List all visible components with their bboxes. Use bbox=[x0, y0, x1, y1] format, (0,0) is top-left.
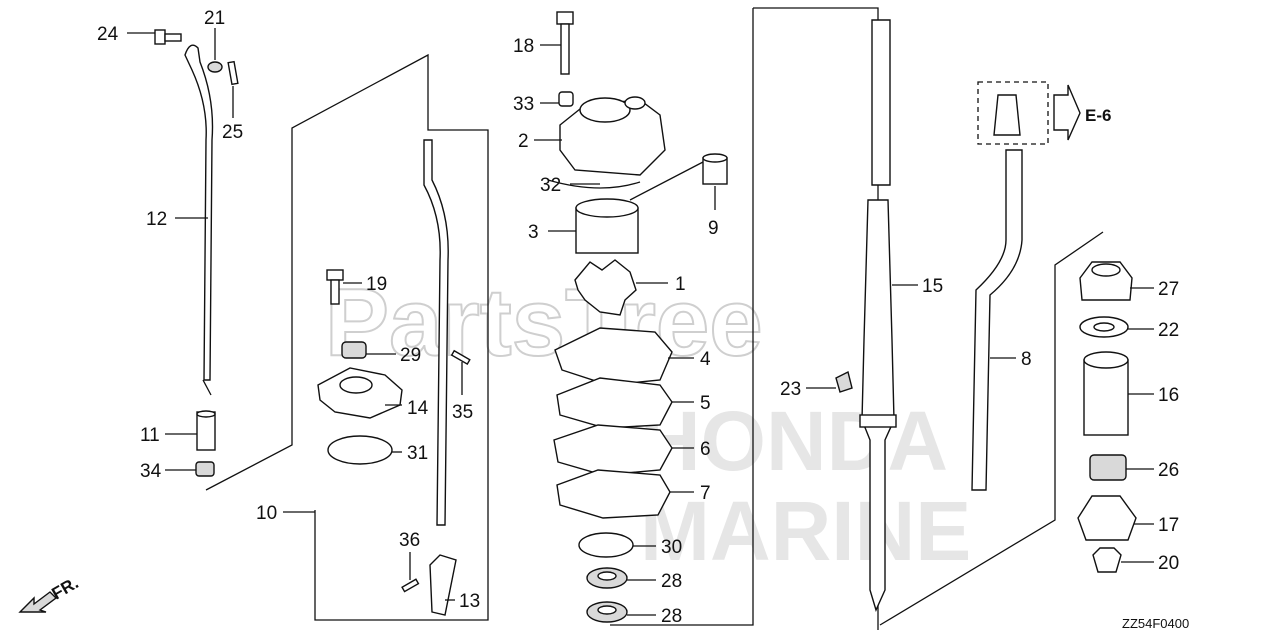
group-outline-right bbox=[879, 231, 1104, 626]
gasket-7 bbox=[556, 469, 671, 519]
watermark-brand: PartsTree bbox=[325, 269, 763, 376]
seal-28a bbox=[586, 567, 628, 589]
pump-case-2 bbox=[559, 96, 666, 176]
pin-35 bbox=[450, 349, 471, 366]
bushing-16 bbox=[1083, 351, 1129, 436]
nut-34 bbox=[195, 461, 215, 477]
gasket-32 bbox=[547, 179, 641, 189]
leader-lines bbox=[127, 28, 1154, 616]
callout-31: 31 bbox=[407, 443, 428, 464]
callout-15: 15 bbox=[922, 276, 943, 297]
callout-34: 34 bbox=[140, 461, 162, 482]
reference-label: E-6 bbox=[1085, 106, 1111, 125]
callout-2: 2 bbox=[518, 131, 529, 152]
callout-29: 29 bbox=[400, 345, 421, 366]
callout-10: 10 bbox=[256, 503, 277, 524]
callout-25: 25 bbox=[222, 122, 243, 143]
callout-4: 4 bbox=[700, 349, 711, 370]
callout-20: 20 bbox=[1158, 553, 1179, 574]
pin-36 bbox=[401, 578, 420, 593]
diagram-code: ZZ54F0400 bbox=[1122, 616, 1189, 631]
callout-6: 6 bbox=[700, 439, 711, 460]
callout-27: 27 bbox=[1158, 279, 1179, 300]
callout-7: 7 bbox=[700, 483, 711, 504]
callout-33: 33 bbox=[513, 94, 534, 115]
callout-19: 19 bbox=[366, 274, 387, 295]
lever-13 bbox=[429, 554, 457, 616]
callout-17: 17 bbox=[1158, 515, 1179, 536]
bolt-19 bbox=[326, 269, 344, 305]
direction-arrow-icon bbox=[18, 591, 58, 613]
shift-rod-12 bbox=[184, 44, 214, 396]
collar-9 bbox=[702, 153, 728, 185]
key-23 bbox=[835, 370, 853, 393]
watermark-mark-line1: HONDA bbox=[640, 394, 948, 488]
o-ring-30 bbox=[578, 532, 634, 558]
callout-labels: 24 21 25 12 11 34 10 19 29 14 31 35 36 1… bbox=[97, 8, 1179, 627]
callout-9: 9 bbox=[708, 218, 719, 239]
callout-21: 21 bbox=[204, 8, 225, 29]
drive-shaft-15 bbox=[859, 19, 897, 612]
cover-14 bbox=[317, 367, 403, 419]
bolt-24 bbox=[154, 29, 182, 45]
callout-35: 35 bbox=[452, 402, 473, 423]
group-outline-left bbox=[205, 53, 489, 621]
callout-14: 14 bbox=[407, 398, 429, 419]
callout-22: 22 bbox=[1158, 320, 1179, 341]
callout-23: 23 bbox=[780, 379, 801, 400]
o-ring-31 bbox=[327, 435, 393, 465]
plate-4 bbox=[554, 327, 673, 386]
callout-28b: 28 bbox=[661, 606, 682, 627]
callout-13: 13 bbox=[459, 591, 480, 612]
callout-18: 18 bbox=[513, 36, 534, 57]
plate-6 bbox=[553, 424, 673, 476]
callout-3: 3 bbox=[528, 222, 539, 243]
watermark-mark-line2: MARINE bbox=[640, 484, 971, 578]
callout-8: 8 bbox=[1021, 349, 1032, 370]
collar-29 bbox=[341, 341, 367, 359]
callout-30: 30 bbox=[661, 537, 682, 558]
callout-5: 5 bbox=[700, 393, 711, 414]
collar-33 bbox=[558, 91, 574, 107]
reference-box bbox=[977, 81, 1081, 145]
bolt-18 bbox=[556, 11, 574, 75]
callout-24: 24 bbox=[97, 24, 119, 45]
callout-32: 32 bbox=[540, 175, 561, 196]
seal-28b bbox=[586, 601, 628, 623]
callout-28a: 28 bbox=[661, 571, 682, 592]
callout-36: 36 bbox=[399, 530, 420, 551]
washer-21 bbox=[207, 61, 223, 73]
callout-26: 26 bbox=[1158, 460, 1179, 481]
water-tube-8 bbox=[971, 149, 1023, 491]
shift-rod-10 bbox=[423, 139, 449, 526]
pin-25 bbox=[227, 60, 239, 86]
callout-11: 11 bbox=[140, 425, 160, 446]
bearing-26 bbox=[1089, 454, 1127, 481]
callout-12: 12 bbox=[146, 209, 167, 230]
pinion-gear-17 bbox=[1077, 495, 1137, 541]
bearing-27 bbox=[1079, 261, 1133, 301]
liner-3 bbox=[575, 198, 639, 254]
impeller-1 bbox=[574, 259, 637, 316]
callout-16: 16 bbox=[1158, 385, 1179, 406]
callout-1: 1 bbox=[675, 274, 686, 295]
joint-11 bbox=[196, 410, 216, 451]
gasket-5 bbox=[556, 377, 673, 429]
shim-22 bbox=[1079, 316, 1129, 338]
nut-20 bbox=[1092, 547, 1122, 573]
